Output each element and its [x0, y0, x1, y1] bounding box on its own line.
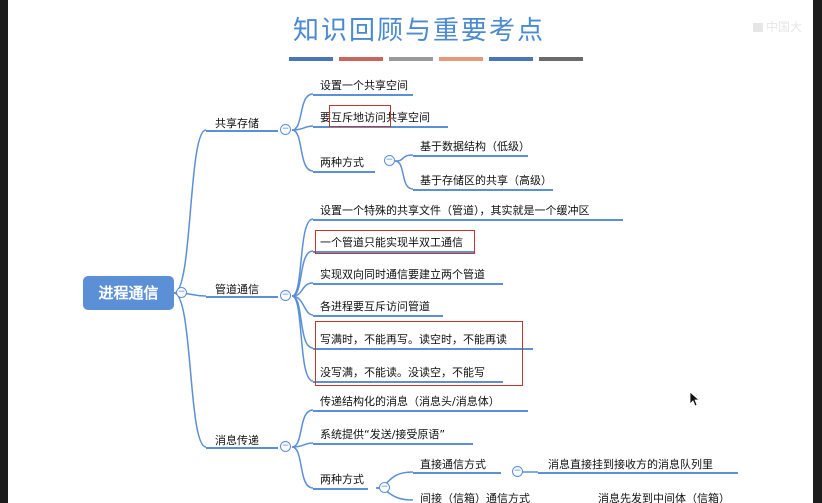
connector-lines: [173, 93, 538, 501]
node-two-methods-msg: 两种方式: [320, 473, 364, 486]
node-underline: [538, 472, 738, 474]
slide-title: 知识回顾与重要考点: [292, 16, 545, 46]
node-not-full-empty: 没写满，不能读。没读空，不能写: [320, 366, 485, 379]
node-underline: [313, 443, 473, 445]
node-underline: [206, 447, 278, 449]
node-underline: [313, 171, 375, 173]
node-underline: [206, 130, 278, 132]
node-underline: [313, 283, 503, 285]
brand-logo: 中国大: [753, 18, 813, 36]
node-underline: [413, 189, 553, 191]
node-two-methods-shared: 两种方式: [320, 156, 364, 169]
node-underline: [313, 381, 503, 383]
slide: 知识回顾与重要考点 中国大 进程通信: [8, 0, 813, 503]
title-stripe: [289, 57, 333, 61]
node-mutex-suffix: 共享空间: [386, 111, 430, 124]
node-direct: 直接通信方式: [420, 458, 486, 471]
title-stripe: [539, 57, 583, 61]
collapse-icon[interactable]: −: [176, 287, 187, 298]
collapse-icon[interactable]: −: [280, 441, 291, 452]
node-indirect-desc: 消息先发到中间体（信箱）: [598, 492, 730, 503]
title-stripe: [439, 57, 483, 61]
branch-message[interactable]: 消息传递: [215, 434, 259, 447]
node-pipe-file: 设置一个特殊的共享文件（管道），其实就是一个缓冲区: [320, 204, 590, 217]
title-stripe: [389, 57, 433, 61]
node-underline: [313, 315, 443, 317]
node-two-pipes: 实现双向同时通信要建立两个管道: [320, 268, 485, 281]
title-stripe: [489, 57, 533, 61]
highlight-box: [315, 321, 523, 386]
node-primitives: 系统提供“发送/接受原语”: [320, 428, 446, 441]
node-shared-space: 设置一个共享空间: [320, 79, 408, 92]
collapse-icon[interactable]: −: [512, 466, 523, 477]
node-full-empty: 写满时，不能再写。读空时，不能再读: [320, 333, 507, 346]
node-underline: [313, 251, 475, 253]
node-direct-desc: 消息直接挂到接收方的消息队列里: [548, 458, 713, 471]
node-mutex-highlighted: 互斥地访问: [331, 111, 386, 124]
collapse-icon[interactable]: −: [384, 155, 395, 166]
node-underline: [313, 348, 533, 350]
brand-text: 中国大: [766, 20, 803, 34]
node-mutex-access: 要互斥地访问共享空间: [320, 111, 430, 125]
node-mutex-prefix: 要: [320, 111, 331, 124]
node-underline: [313, 219, 623, 221]
node-underline: [313, 94, 413, 96]
title-stripe: [339, 57, 383, 61]
branch-pipe[interactable]: 管道通信: [215, 283, 259, 296]
collapse-icon[interactable]: −: [280, 290, 291, 301]
node-underline: [206, 296, 278, 298]
node-structured-msg: 传递结构化的消息（消息头/消息体）: [320, 395, 500, 408]
node-underline: [313, 488, 368, 490]
node-underline: [313, 410, 528, 412]
node-storage-area: 基于存储区的共享（高级）: [420, 174, 552, 187]
branch-shared-storage[interactable]: 共享存储: [215, 117, 259, 130]
collapse-icon[interactable]: −: [379, 482, 390, 493]
mouse-pointer-icon: [689, 391, 701, 407]
highlight-box: [329, 105, 391, 127]
highlight-box: [315, 230, 475, 254]
logo-icon: [753, 23, 763, 32]
node-half-duplex: 一个管道只能实现半双工通信: [320, 236, 463, 249]
node-underline: [313, 126, 448, 128]
node-underline: [413, 155, 528, 157]
root-node[interactable]: 进程通信: [83, 276, 174, 310]
node-data-structure: 基于数据结构（低级）: [420, 140, 530, 153]
node-mutex-pipe: 各进程要互斥访问管道: [320, 300, 430, 313]
node-indirect: 间接（信箱）通信方式: [420, 492, 530, 503]
collapse-icon[interactable]: −: [280, 124, 291, 135]
node-underline: [413, 472, 501, 474]
